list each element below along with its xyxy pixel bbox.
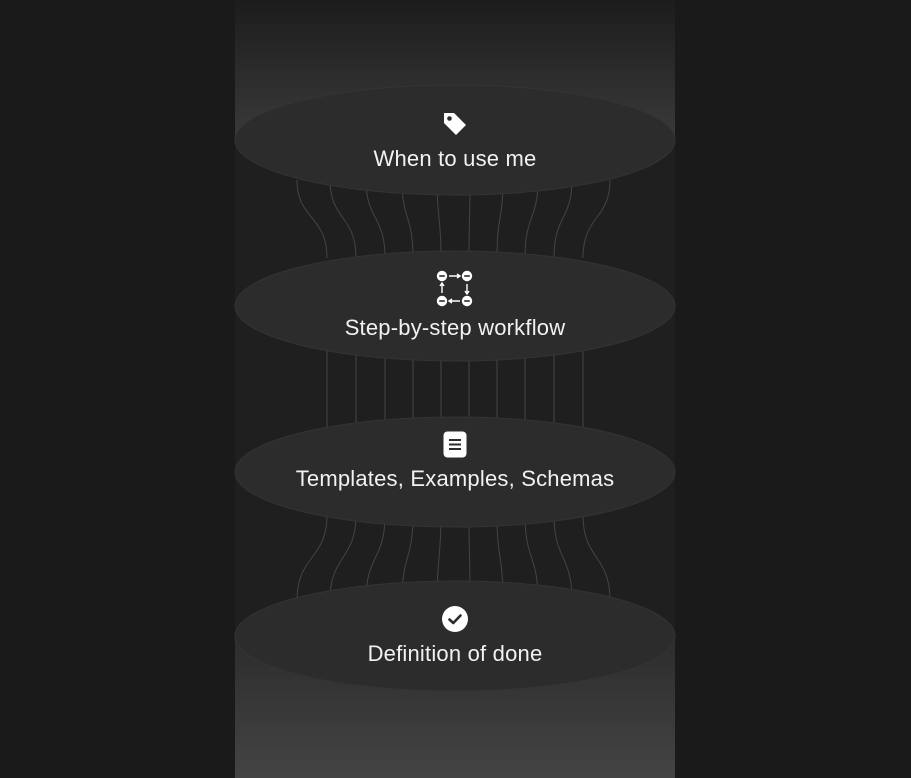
connector-line: [296, 514, 328, 601]
node-label: When to use me: [373, 146, 537, 171]
node-ellipse-when: [234, 84, 676, 196]
document-icon: [443, 431, 467, 458]
connector-line: [582, 179, 611, 259]
connector-line: [329, 514, 357, 601]
node-label: Definition of done: [367, 641, 543, 666]
tag-icon: [444, 113, 466, 135]
connector-line: [329, 179, 357, 259]
connector-line: [553, 514, 573, 601]
node-templates: Templates, Examples, Schemas: [235, 431, 675, 492]
node-label: Templates, Examples, Schemas: [295, 466, 615, 491]
node-label: Step-by-step workflow: [344, 315, 566, 340]
node-workflow: Step-by-step workflow: [235, 270, 675, 341]
node-when-to-use: When to use me: [235, 110, 675, 172]
node-ellipse-done: [234, 580, 676, 692]
node-definition-of-done: Definition of done: [235, 605, 675, 667]
connector-line: [553, 179, 573, 259]
check-circle-icon: [442, 606, 468, 632]
node-ellipse-workflow: [234, 250, 676, 362]
connector-lines: [296, 179, 611, 601]
node-ellipse-templates: [234, 416, 676, 528]
connector-line: [582, 514, 611, 601]
connector-line: [365, 179, 386, 259]
connector-line: [296, 179, 328, 259]
workflow-icon: [436, 270, 473, 307]
